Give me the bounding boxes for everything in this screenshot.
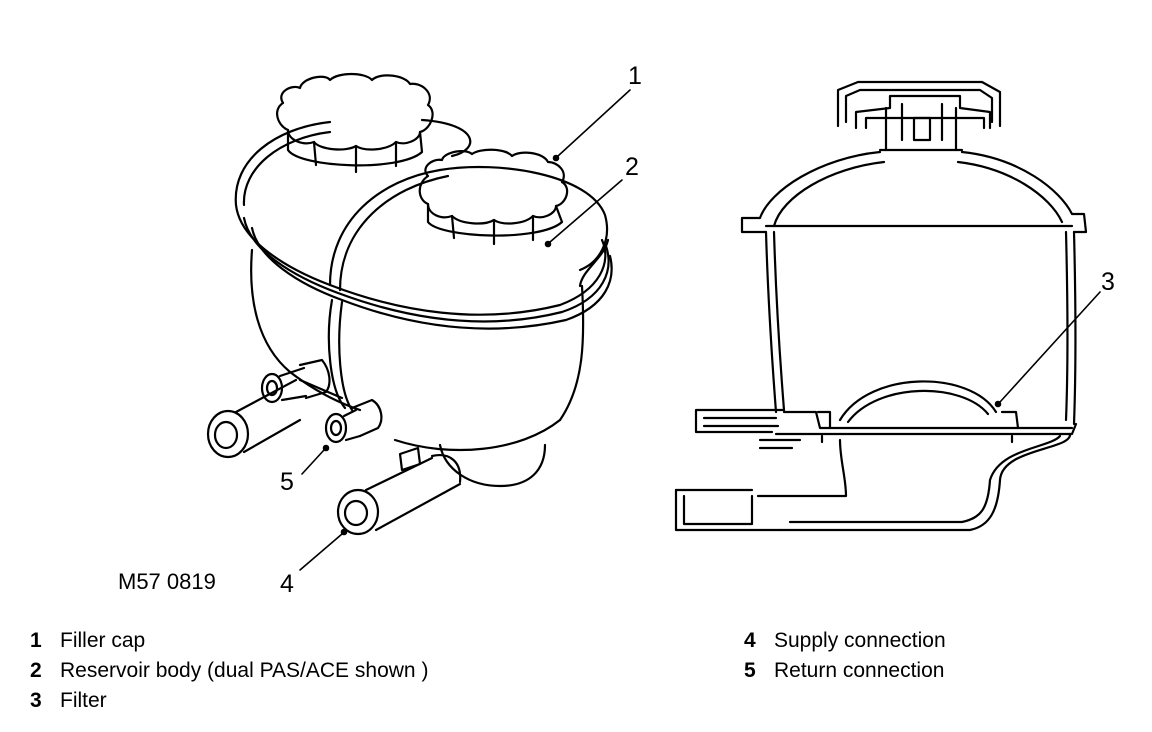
legend-item: 3 Filter — [30, 686, 428, 716]
callout-1: 1 — [628, 62, 642, 90]
figure-reference: M57 0819 — [118, 569, 216, 594]
legend-left: 1 Filler cap 2 Reservoir body (dual PAS/AC… — [30, 626, 428, 716]
legend-number: 1 — [30, 629, 42, 652]
legend-number: 5 — [744, 659, 756, 682]
callout-3: 3 — [1101, 268, 1115, 296]
legend-number: 3 — [30, 689, 42, 712]
callout-leaders — [299, 89, 1101, 571]
reservoir-3d-view — [206, 72, 613, 536]
legend-number: 2 — [30, 659, 42, 682]
legend-item: 5 Return connection — [744, 656, 946, 686]
legend-text: Reservoir body (dual PAS/ACE shown ) — [60, 659, 429, 682]
legend-text: Filter — [60, 689, 107, 712]
callout-4: 4 — [280, 570, 294, 598]
legend-text: Filler cap — [60, 629, 146, 652]
legend-text: Return connection — [774, 659, 945, 682]
legend-right: 4 Supply connection 5 Return connection — [744, 626, 946, 686]
reservoir-section-view — [674, 80, 1088, 532]
reservoir-diagram: 1 2 3 4 5 M57 0819 — [118, 62, 1115, 598]
legend-text: Supply connection — [774, 629, 946, 652]
legend-item: 2 Reservoir body (dual PAS/ACE shown ) — [30, 656, 428, 686]
legend-item: 4 Supply connection — [744, 626, 946, 656]
callout-5: 5 — [280, 468, 294, 496]
callout-2: 2 — [625, 153, 639, 181]
legend-item: 1 Filler cap — [30, 626, 428, 656]
legend-number: 4 — [744, 629, 756, 652]
